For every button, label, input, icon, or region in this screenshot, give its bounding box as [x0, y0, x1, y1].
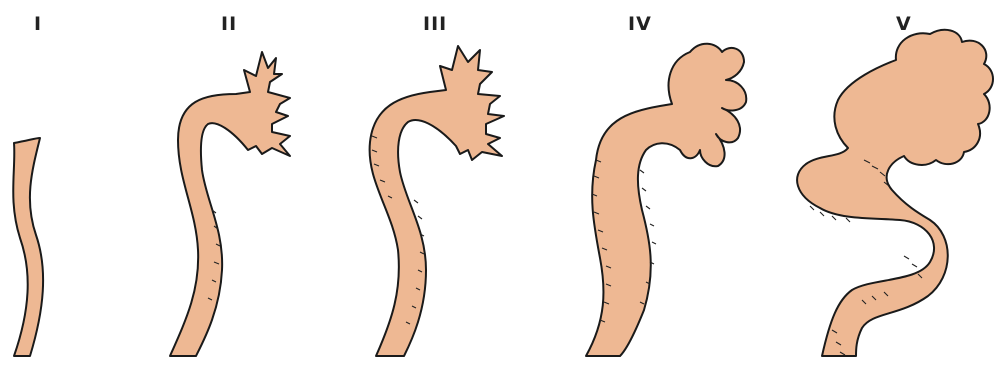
stage-label-5: V: [896, 13, 912, 35]
stage-label-1: I: [34, 13, 42, 35]
stage-label-2: II: [221, 13, 237, 35]
stage-label-3: III: [423, 13, 447, 35]
stage-2-ureter: [170, 52, 290, 356]
stage-5-ureter: [797, 30, 993, 356]
stage-1-ureter: [13, 138, 43, 356]
stage-3-ureter: [370, 46, 504, 356]
stage-label-4: IV: [628, 13, 652, 35]
stage-4-ureter: [586, 44, 746, 356]
